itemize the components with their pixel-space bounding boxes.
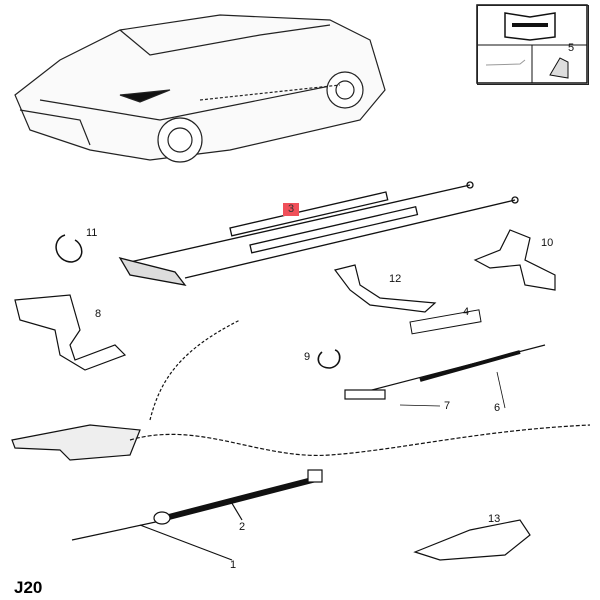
cable-part-1-2	[71, 469, 323, 561]
handbrake-lever-and-cable	[11, 319, 591, 461]
diagram-code: J20	[14, 578, 43, 597]
handbrake-cable-part-3	[118, 181, 519, 286]
callout-11[interactable]: 11	[86, 227, 98, 239]
callout-4[interactable]: 4	[463, 306, 470, 318]
legend-part-number: 5	[568, 42, 575, 54]
callout-3-highlighted[interactable]: 3	[283, 203, 300, 216]
callout-12[interactable]: 12	[389, 273, 402, 285]
callout-10[interactable]: 10	[541, 237, 554, 249]
callout-7[interactable]: 7	[444, 400, 451, 412]
legend-box	[477, 5, 589, 85]
bracket-part-10	[473, 229, 556, 291]
boot-part-4	[409, 309, 482, 335]
bracket-part-12	[333, 264, 437, 313]
callout-2[interactable]: 2	[239, 521, 246, 533]
clip-part-9	[317, 349, 341, 369]
bracket-part-8	[14, 294, 127, 371]
manual-wrench-icon	[476, 4, 588, 84]
callout-8[interactable]: 8	[95, 308, 102, 320]
callout-6[interactable]: 6	[494, 402, 501, 414]
callout-9[interactable]: 9	[304, 351, 311, 363]
callout-1[interactable]: 1	[230, 559, 237, 571]
vehicle-illustration	[14, 14, 386, 163]
bracket-part-13	[413, 519, 531, 561]
clip-part-11	[55, 234, 83, 263]
cable-part-6	[344, 344, 546, 400]
callout-13[interactable]: 13	[488, 513, 501, 525]
